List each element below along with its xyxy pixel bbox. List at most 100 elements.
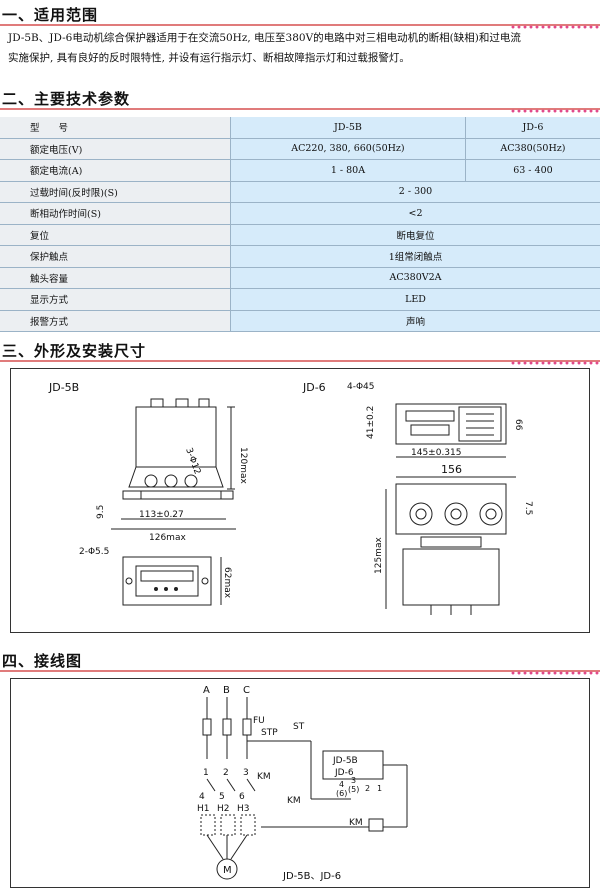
table-row: 复位 断电复位: [0, 224, 600, 246]
row-label: 报警方式: [0, 310, 231, 332]
table-row: 额定电流(A) 1 - 80A 63 - 400: [0, 159, 600, 182]
row-label: 复位: [0, 224, 231, 246]
cell-value: 声响: [230, 310, 600, 332]
cell-jd5b: 1 - 80A: [230, 159, 466, 182]
h3-label: H3: [237, 804, 250, 814]
section-header-parameters: 二、主要技术参数: [0, 88, 600, 114]
decorative-dots: [510, 108, 600, 114]
row-label: 过载时间(反时限)(S): [0, 181, 231, 203]
pin-5: (5): [348, 785, 359, 794]
dim-4phi45: 4-Φ45: [347, 382, 375, 392]
row-label: 断相动作时间(S): [0, 202, 231, 225]
phase-c-label: C: [243, 685, 250, 696]
terminal-6: 6: [239, 792, 245, 802]
motor-symbol: [216, 858, 238, 880]
fuse-a: [202, 718, 212, 736]
decorative-dots: [510, 670, 600, 676]
cell-value: <2: [230, 202, 600, 225]
jd6-front-view: [395, 483, 507, 615]
intro-line: 实施保护, 具有良好的反时限特性, 并设有运行指示灯、断相故障指示灯和过载报警灯…: [8, 52, 410, 64]
motor-label: M: [223, 865, 232, 876]
row-label: 保护触点: [0, 245, 231, 268]
cell-jd5b: AC220, 380, 660(50Hz): [230, 138, 466, 160]
dim-125max: 125max: [374, 537, 384, 574]
intro-paragraph: JD-5B、JD-6电动机综合保护器适用于在交流50Hz, 电压至380V的电路…: [8, 28, 596, 68]
km-coil-label: KM: [287, 796, 301, 806]
jd5b-front-view: [122, 398, 234, 500]
section-title: 二、主要技术参数: [2, 90, 131, 108]
section-header-dimensions: 三、外形及安装尺寸: [0, 340, 600, 366]
table-row: 额定电压(V) AC220, 380, 660(50Hz) AC380(50Hz…: [0, 138, 600, 160]
table-row: 过载时间(反时限)(S) 2 - 300: [0, 181, 600, 203]
section-header-scope: 一、适用范围: [0, 4, 600, 30]
section-title: 三、外形及安装尺寸: [2, 342, 147, 360]
cell-value: 2 - 300: [230, 181, 600, 203]
table-row: 型 号 JD-5B JD-6: [0, 117, 600, 139]
wiring-caption: JD-5B、JD-6: [282, 871, 341, 882]
table-row: 触头容量 AC380V2A: [0, 267, 600, 289]
table-row: 保护触点 1组常闭触点: [0, 245, 600, 268]
dim-41: 41±0.2: [366, 406, 376, 439]
pin-2: 2: [365, 784, 370, 793]
table-row: 断相动作时间(S) <2: [0, 202, 600, 225]
dim-2phi5-5: 2-Φ5.5: [79, 547, 109, 557]
dim-156: 156: [441, 463, 462, 476]
cell-jd6: AC380(50Hz): [464, 138, 600, 160]
wiring-diagram-frame: A B C FU STP ST 1 2 3 KM 4 5 6 H1 H2 H3: [10, 678, 590, 888]
terminal-3: 3: [243, 768, 249, 778]
fuse-b: [222, 718, 232, 736]
row-label: 额定电压(V): [0, 138, 231, 160]
h2-label: H2: [217, 804, 230, 814]
phase-b-label: B: [223, 685, 230, 696]
device-jd5b: JD-5B: [332, 756, 358, 766]
table-row: 报警方式 声响: [0, 310, 600, 332]
jd6-drawing-label: JD-6: [302, 381, 326, 394]
row-label: 显示方式: [0, 288, 231, 311]
pin-4: 4: [339, 780, 344, 789]
km-label: KM: [257, 772, 271, 782]
decorative-dots: [510, 24, 600, 30]
row-label: 型 号: [0, 117, 231, 139]
cell-jd5b: JD-5B: [230, 117, 466, 139]
device-jd6: JD-6: [334, 768, 354, 778]
section-underline: [0, 24, 600, 26]
pin-3: 3: [351, 776, 356, 785]
dim-145: 145±0.315: [411, 448, 461, 458]
section-header-wiring: 四、接线图: [0, 650, 600, 676]
terminal-5: 5: [219, 792, 225, 802]
fuse-c: [242, 718, 252, 736]
spec-table: 型 号 JD-5B JD-6 额定电压(V) AC220, 380, 660(5…: [0, 117, 600, 332]
section-underline: [0, 670, 600, 672]
cell-jd6: JD-6: [464, 117, 600, 139]
dim-113: 113±0.27: [139, 510, 184, 520]
km-relay-label: KM: [349, 818, 363, 828]
h1-label: H1: [197, 804, 210, 814]
cell-value: LED: [230, 288, 600, 311]
stp-label: STP: [261, 728, 278, 738]
dim-66: 66: [513, 419, 523, 431]
dimension-drawing: JD-5B 120max 3-Φ12 113±0.27 126max 9.5: [48, 381, 533, 615]
dim-3phi12: 3-Φ12: [183, 447, 202, 476]
wiring-diagram: A B C FU STP ST 1 2 3 KM 4 5 6 H1 H2 H3: [197, 685, 408, 882]
section-underline: [0, 360, 600, 362]
row-label: 额定电流(A): [0, 159, 231, 182]
decorative-dots: [510, 360, 600, 366]
fu-label: FU: [253, 716, 265, 726]
jd5b-drawing-label: JD-5B: [48, 381, 79, 394]
pin-1: 1: [377, 784, 382, 793]
terminal-1: 1: [203, 768, 209, 778]
terminal-4: 4: [199, 792, 205, 802]
table-row: 显示方式 LED: [0, 288, 600, 311]
phase-a-label: A: [203, 685, 210, 696]
dim-9-5: 9.5: [96, 505, 106, 519]
cell-jd6: 63 - 400: [464, 159, 600, 182]
cell-value: 1组常闭触点: [230, 245, 600, 268]
jd6-top-view: [395, 403, 507, 445]
dim-120max: 120max: [238, 447, 248, 484]
dim-7-5: 7.5: [523, 501, 533, 515]
terminal-2: 2: [223, 768, 229, 778]
pin-6: (6): [336, 789, 347, 798]
st-label: ST: [293, 722, 305, 732]
dim-126max: 126max: [149, 533, 186, 543]
section-underline: [0, 108, 600, 110]
